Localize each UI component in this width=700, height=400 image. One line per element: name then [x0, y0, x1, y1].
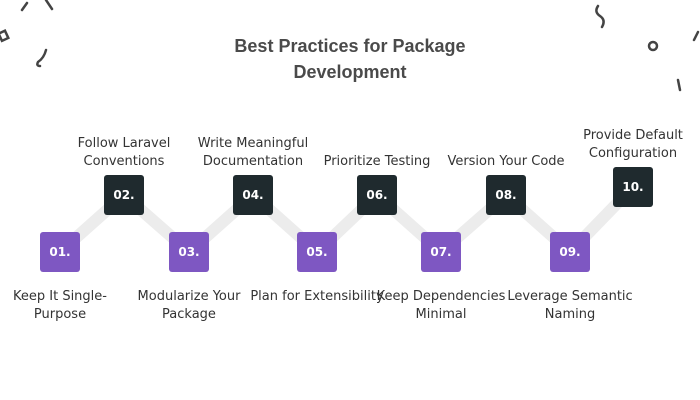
step-label: Keep Dependencies Minimal: [376, 289, 506, 322]
step-label: Follow Laravel Conventions: [77, 136, 171, 169]
confetti-square: [0, 29, 10, 43]
confetti-dash: [44, 0, 54, 11]
step-label: Provide Default Configuration: [583, 128, 683, 161]
confetti-circle: [647, 40, 659, 52]
confetti-squiggle: [595, 4, 605, 29]
step-label: Write Meaningful Documentation: [197, 136, 309, 169]
zigzag-connector: [56, 182, 638, 258]
step-number-box: 03.: [169, 232, 209, 272]
step-number-box: 07.: [421, 232, 461, 272]
step-number-box: 02.: [104, 175, 144, 215]
step-number-box: 10.: [613, 167, 653, 207]
step-label: Modularize Your Package: [137, 289, 241, 322]
step-number-box: 04.: [233, 175, 273, 215]
confetti-dash: [692, 30, 700, 42]
confetti-dash: [20, 1, 29, 12]
step-number-box: 09.: [550, 232, 590, 272]
step-number-box: 05.: [297, 232, 337, 272]
step-label: Keep It Single-Purpose: [13, 289, 107, 322]
confetti-dash: [676, 78, 682, 92]
confetti-squiggle: [36, 48, 48, 68]
step-number-box: 08.: [486, 175, 526, 215]
step-number-box: 01.: [40, 232, 80, 272]
step-number-box: 06.: [357, 175, 397, 215]
step-label: Prioritize Testing: [323, 154, 431, 169]
step-label: Leverage Semantic Naming: [507, 289, 633, 322]
connector-path: [56, 182, 638, 258]
page-title: Best Practices for Package Development: [234, 36, 466, 82]
step-label: Version Your Code: [447, 154, 565, 169]
step-label: Plan for Extensibility: [250, 289, 384, 304]
